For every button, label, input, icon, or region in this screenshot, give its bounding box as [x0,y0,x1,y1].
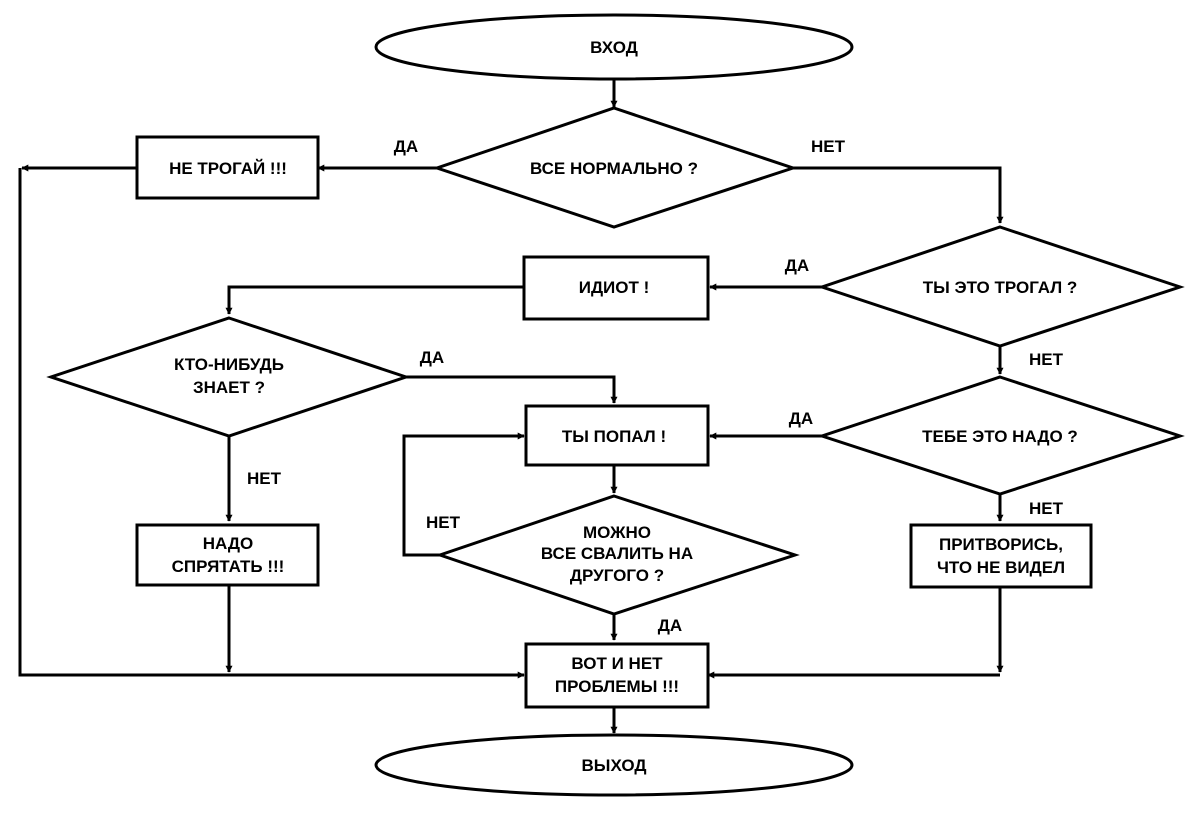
process-hide-line1: НАДО [203,534,254,553]
process-idiot-label: ИДИОТ ! [579,278,650,297]
decision-blame-other-line2: ВСЕ СВАЛИТЬ НА [541,544,693,563]
label-normal-yes: ДА [394,137,418,156]
decision-anyone-knows-diamond [46,316,411,438]
decision-blame-other-line1: МОЖНО [583,523,651,542]
edge-normal-no [793,166,1004,224]
decision-blame-other: МОЖНО ВСЕ СВАЛИТЬ НА ДРУГОГО ? [435,494,800,616]
process-no-problem-box [524,642,710,709]
start-node: ВХОД [374,13,854,81]
process-pretend: ПРИТВОРИСЬ, ЧТО НЕ ВИДЕЛ [909,523,1093,589]
process-gotcha-box [524,404,710,467]
decision-all-normal-diamond [432,106,798,229]
end-terminator [374,733,854,797]
process-idiot: ИДИОТ ! [522,255,710,321]
decision-anyone-knows: КТО-НИБУДЬ ЗНАЕТ ? [46,316,411,438]
process-dont-touch-box [135,135,320,200]
start-terminator [374,13,854,81]
nodes: ВХОД ВСЕ НОРМАЛЬНО ? НЕ ТРОГАЙ !!! ТЫ ЭТ… [46,13,1185,797]
decision-touched: ТЫ ЭТО ТРОГАЛ ? [817,225,1185,348]
process-idiot-box [522,255,710,321]
process-dont-touch-label: НЕ ТРОГАЙ !!! [169,159,287,178]
label-blame-no: НЕТ [426,513,461,532]
decision-anyone-knows-line1: КТО-НИБУДЬ [174,355,284,374]
label-anyone-yes: ДА [420,348,444,367]
label-blame-yes: ДА [658,616,682,635]
process-pretend-line2: ЧТО НЕ ВИДЕЛ [937,558,1065,577]
end-label: ВЫХОД [582,756,647,775]
process-pretend-box [909,523,1093,589]
process-hide-line2: СПРЯТАТЬ !!! [172,557,285,576]
decision-anyone-knows-line2: ЗНАЕТ ? [193,378,265,397]
decision-need-it-diamond [817,375,1185,496]
start-label: ВХОД [590,38,638,57]
edge-idiot-to-anyone [225,285,524,315]
decision-need-it: ТЕБЕ ЭТО НАДО ? [817,375,1185,496]
decision-blame-other-line3: ДРУГОГО ? [570,566,664,585]
decision-touched-diamond [817,225,1185,348]
process-hide-box [135,523,320,587]
connectors [18,79,1004,734]
process-no-problem: ВОТ И НЕТ ПРОБЛЕМЫ !!! [524,642,710,709]
decision-blame-other-diamond [435,494,800,616]
decision-all-normal-label: ВСЕ НОРМАЛЬНО ? [530,159,698,178]
process-gotcha: ТЫ ПОПАЛ ! [524,404,710,467]
label-normal-no: НЕТ [811,137,846,156]
label-touched-yes: ДА [785,256,809,275]
edge-blame-no [402,432,525,557]
edge-left-rail [18,168,525,679]
decision-need-it-label: ТЕБЕ ЭТО НАДО ? [922,427,1078,446]
process-dont-touch: НЕ ТРОГАЙ !!! [135,135,320,200]
process-no-problem-line2: ПРОБЛЕМЫ !!! [555,677,679,696]
process-gotcha-label: ТЫ ПОПАЛ ! [562,427,666,446]
process-pretend-line1: ПРИТВОРИСЬ, [939,535,1063,554]
label-anyone-no: НЕТ [247,469,282,488]
decision-touched-label: ТЫ ЭТО ТРОГАЛ ? [923,278,1078,297]
decision-all-normal: ВСЕ НОРМАЛЬНО ? [432,106,798,229]
process-no-problem-line1: ВОТ И НЕТ [571,654,663,673]
label-touched-no: НЕТ [1029,350,1064,369]
end-node: ВЫХОД [374,733,854,797]
label-need-no: НЕТ [1029,499,1064,518]
edge-anyone-yes [406,375,618,404]
process-hide: НАДО СПРЯТАТЬ !!! [135,523,320,587]
label-need-yes: ДА [789,409,813,428]
edge-labels: ДА НЕТ ДА НЕТ ДА ДА НЕТ НЕТ НЕТ ДА [247,137,1064,635]
